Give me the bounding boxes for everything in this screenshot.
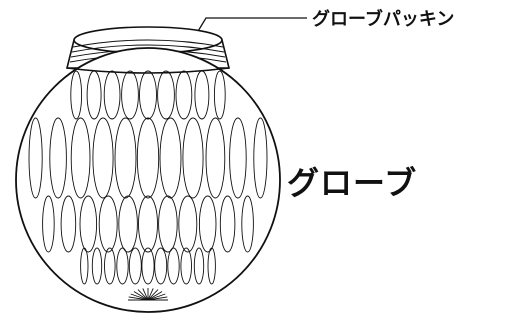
star-ray	[147, 289, 159, 301]
cut-lens	[157, 70, 175, 120]
cut-lens	[128, 247, 142, 285]
cut-lens	[178, 195, 198, 253]
cut-lens	[207, 247, 216, 285]
cut-lens	[138, 195, 158, 253]
star-ray	[142, 288, 149, 301]
cut-lens	[180, 247, 192, 285]
cut-lens	[116, 247, 129, 285]
cut-lens	[141, 247, 155, 285]
cut-lens	[175, 70, 193, 120]
cut-lens	[103, 70, 121, 120]
cut-lens	[118, 195, 138, 253]
cut-lens	[167, 247, 180, 285]
cut-lens	[205, 117, 226, 199]
cut-lens	[241, 195, 254, 253]
globe-cut-pattern	[28, 70, 268, 285]
cut-lens	[136, 117, 160, 199]
globe-body	[15, 47, 281, 313]
cut-lens	[92, 117, 114, 199]
star-ray	[147, 293, 166, 301]
cut-lens	[182, 117, 204, 199]
cut-lens	[158, 195, 178, 253]
cut-lens	[114, 117, 137, 199]
cut-lens	[70, 70, 83, 120]
globe-bottom-star	[128, 288, 168, 301]
cut-lens	[98, 195, 118, 253]
star-ray	[147, 296, 168, 301]
packing-label: グローブパッキン	[312, 9, 455, 30]
cut-lens	[60, 195, 77, 253]
cut-lens	[80, 247, 89, 285]
cut-lens	[121, 70, 139, 120]
star-ray	[128, 296, 149, 301]
cut-lens	[229, 117, 247, 199]
cut-lens	[219, 195, 236, 253]
star-ray	[147, 288, 154, 301]
globe-neck	[66, 67, 230, 74]
cut-lens	[253, 117, 268, 199]
cut-lens	[154, 247, 168, 285]
star-ray	[137, 289, 149, 301]
star-ray	[133, 291, 149, 301]
cut-lens	[28, 117, 43, 199]
cut-lens	[139, 70, 157, 120]
cut-lens	[213, 70, 226, 120]
cut-lens	[42, 195, 55, 253]
star-ray	[130, 293, 149, 301]
cut-lens	[159, 117, 182, 199]
cut-lens	[70, 117, 91, 199]
cut-lens	[193, 247, 205, 285]
cut-lens	[79, 195, 98, 253]
cut-lens	[198, 195, 217, 253]
globe-label: グローブ	[287, 164, 418, 202]
cut-lens	[49, 117, 67, 199]
cut-lens	[104, 247, 116, 285]
star-ray	[147, 291, 163, 301]
cut-lens	[91, 247, 103, 285]
